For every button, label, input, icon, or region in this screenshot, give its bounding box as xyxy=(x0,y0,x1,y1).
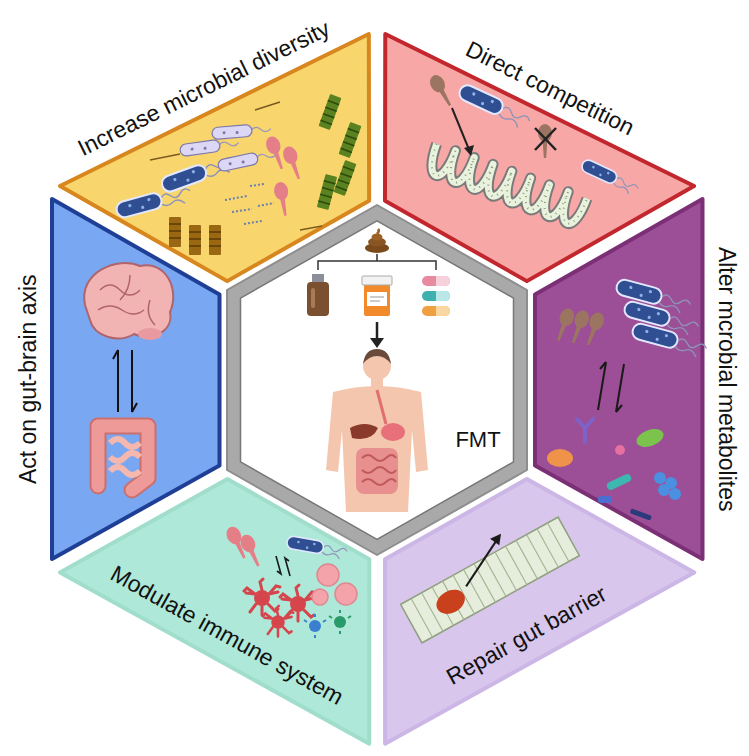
capsules xyxy=(422,276,450,286)
suspension-bottle xyxy=(312,274,324,283)
pill-bottle xyxy=(367,292,387,306)
metabolites xyxy=(654,472,666,484)
metabolites xyxy=(669,488,681,500)
panel-outline xyxy=(381,475,698,748)
panel-label: Direct competition xyxy=(462,36,639,141)
immune-cells xyxy=(317,564,339,586)
capsules xyxy=(436,276,442,286)
capsules xyxy=(436,291,442,301)
immune-cells xyxy=(335,583,357,605)
panel-outline xyxy=(531,195,707,563)
pill-bottle xyxy=(362,276,392,316)
metabolites xyxy=(598,496,612,503)
effect-panel: Modulate immune system xyxy=(56,475,373,748)
effect-panel: Act on gut-brain axis xyxy=(48,195,224,563)
suspension-bottle xyxy=(307,282,329,316)
capsules xyxy=(422,291,450,301)
panel-label: Act on gut-brain axis xyxy=(15,274,41,484)
suspension-bottle xyxy=(311,288,315,308)
immune-cells xyxy=(309,620,321,632)
panel-outline xyxy=(48,195,224,563)
human-figure xyxy=(350,424,378,439)
center-label: FMT xyxy=(455,427,500,452)
brain xyxy=(84,263,173,338)
capsules xyxy=(422,306,450,316)
arrow-down xyxy=(376,322,379,340)
pill-bottle xyxy=(362,276,392,285)
microbe-mix xyxy=(189,225,201,255)
pill-bottle xyxy=(364,284,390,316)
center-hexagon: FMT xyxy=(223,201,531,559)
effect-panel: Alter mcrobial metabolites xyxy=(531,195,707,563)
effect-panel: Direct competition xyxy=(381,30,698,285)
immune-cells xyxy=(312,589,328,605)
panel-outline xyxy=(56,475,373,748)
effect-panel: Repair gut barrier xyxy=(381,475,698,748)
metabolites xyxy=(547,449,573,467)
panel-label: Increase microbial diversity xyxy=(74,15,335,161)
capsules xyxy=(436,306,442,316)
immune-cells xyxy=(334,616,346,628)
brain xyxy=(98,275,155,325)
capsules xyxy=(422,276,450,316)
human-figure xyxy=(377,390,386,424)
capsules xyxy=(436,291,450,301)
brain xyxy=(84,263,173,340)
stool-icon xyxy=(372,234,383,241)
human-figure xyxy=(356,448,398,494)
panel-shape xyxy=(52,199,220,559)
capsules xyxy=(436,306,450,316)
hexagon-inner xyxy=(241,221,514,540)
microbe-mix xyxy=(169,217,181,247)
effect-panel: Increase microbial diversity xyxy=(56,30,373,285)
human-figure xyxy=(381,423,405,441)
metabolites xyxy=(615,445,625,455)
human-figure xyxy=(362,455,396,485)
panel-label: Repair gut barrier xyxy=(442,580,611,690)
metabolites xyxy=(658,484,670,496)
panel-label: Modulate immune system xyxy=(106,560,348,710)
brain xyxy=(138,328,162,340)
capsules xyxy=(436,276,450,286)
panel-outline xyxy=(223,201,531,559)
gut-barrier xyxy=(432,585,469,619)
panel-label: Alter mcrobial metabolites xyxy=(713,247,739,512)
hexagon-frame xyxy=(227,205,527,555)
microbe-mix xyxy=(209,225,221,255)
pill-bottle xyxy=(370,297,384,301)
